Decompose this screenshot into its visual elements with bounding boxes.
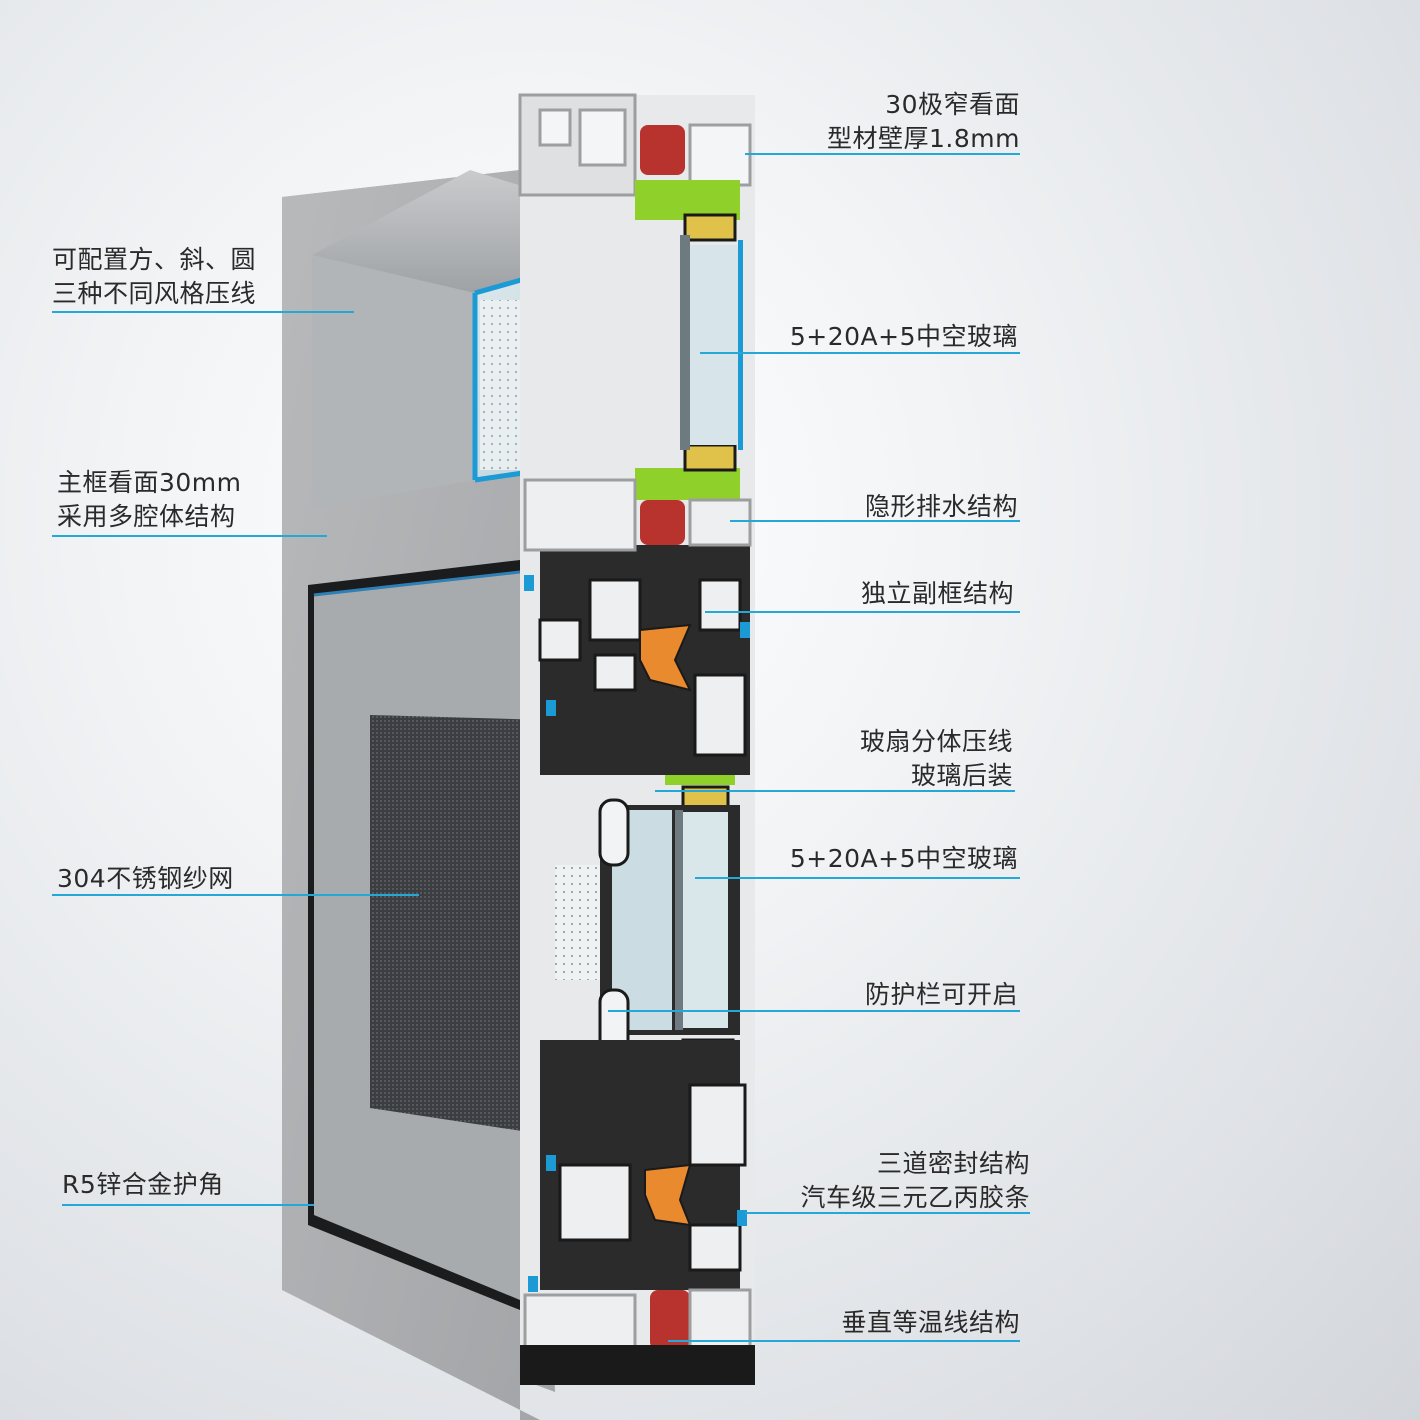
callout-text: 三道密封结构 xyxy=(876,1149,1030,1178)
callout-text: 304不锈钢纱网 xyxy=(57,864,234,893)
leader-bead-styles xyxy=(52,311,354,313)
leader-guard-rail xyxy=(608,1010,1020,1012)
callout-subframe: 独立副框结构 xyxy=(861,577,1014,611)
callout-text: 主框看面30mm xyxy=(57,468,242,497)
profile-section xyxy=(518,93,755,1385)
callout-glass-bottom: 5+20A+5中空玻璃 xyxy=(790,842,1018,876)
leader-triple-seal xyxy=(745,1212,1030,1214)
callout-main-frame: 主框看面30mm 采用多腔体结构 xyxy=(57,466,242,534)
leader-drainage xyxy=(730,520,1020,522)
leader-subframe xyxy=(705,611,1020,613)
callout-narrow-face: 30极窄看面 型材壁厚1.8mm xyxy=(827,88,1020,156)
callout-text: 玻扇分体压线 xyxy=(859,727,1013,756)
callout-split-bead: 玻扇分体压线 玻璃后装 xyxy=(860,725,1013,793)
callout-bead-styles: 可配置方、斜、圆 三种不同风格压线 xyxy=(52,243,256,311)
callout-screen-mesh: 304不锈钢纱网 xyxy=(57,862,234,896)
leader-split-bead xyxy=(655,790,1015,792)
callout-isotherm: 垂直等温线结构 xyxy=(841,1306,1020,1340)
callout-corner-guard: R5锌合金护角 xyxy=(62,1168,224,1202)
callout-text: 三种不同风格压线 xyxy=(52,279,257,308)
callout-text: 防护栏可开启 xyxy=(864,980,1018,1009)
leader-isotherm xyxy=(668,1340,1020,1342)
callout-text: 型材壁厚1.8mm xyxy=(827,124,1020,153)
callout-text: 垂直等温线结构 xyxy=(841,1308,1020,1337)
callout-text: 5+20A+5中空玻璃 xyxy=(789,322,1018,351)
callout-text: R5锌合金护角 xyxy=(62,1170,224,1199)
callout-text: 汽车级三元乙丙胶条 xyxy=(800,1183,1030,1212)
leader-screen-mesh xyxy=(52,894,419,896)
callout-text: 采用多腔体结构 xyxy=(57,502,236,531)
leader-glass-top xyxy=(700,352,1020,354)
leader-main-frame xyxy=(52,535,327,537)
leader-narrow-face xyxy=(745,153,1020,155)
callout-glass-top: 5+20A+5中空玻璃 xyxy=(790,320,1018,354)
callout-guard-rail: 防护栏可开启 xyxy=(865,978,1018,1012)
callout-text: 隐形排水结构 xyxy=(864,492,1018,521)
callout-text: 独立副框结构 xyxy=(860,579,1014,608)
callout-text: 玻璃后装 xyxy=(910,761,1013,790)
callout-text: 5+20A+5中空玻璃 xyxy=(789,844,1018,873)
leader-glass-bottom xyxy=(695,877,1020,879)
callout-text: 30极窄看面 xyxy=(885,90,1020,119)
callout-drainage: 隐形排水结构 xyxy=(865,490,1018,524)
leader-corner-guard xyxy=(62,1204,314,1206)
callout-text: 可配置方、斜、圆 xyxy=(52,245,257,274)
callout-triple-seal: 三道密封结构 汽车级三元乙丙胶条 xyxy=(800,1147,1030,1215)
